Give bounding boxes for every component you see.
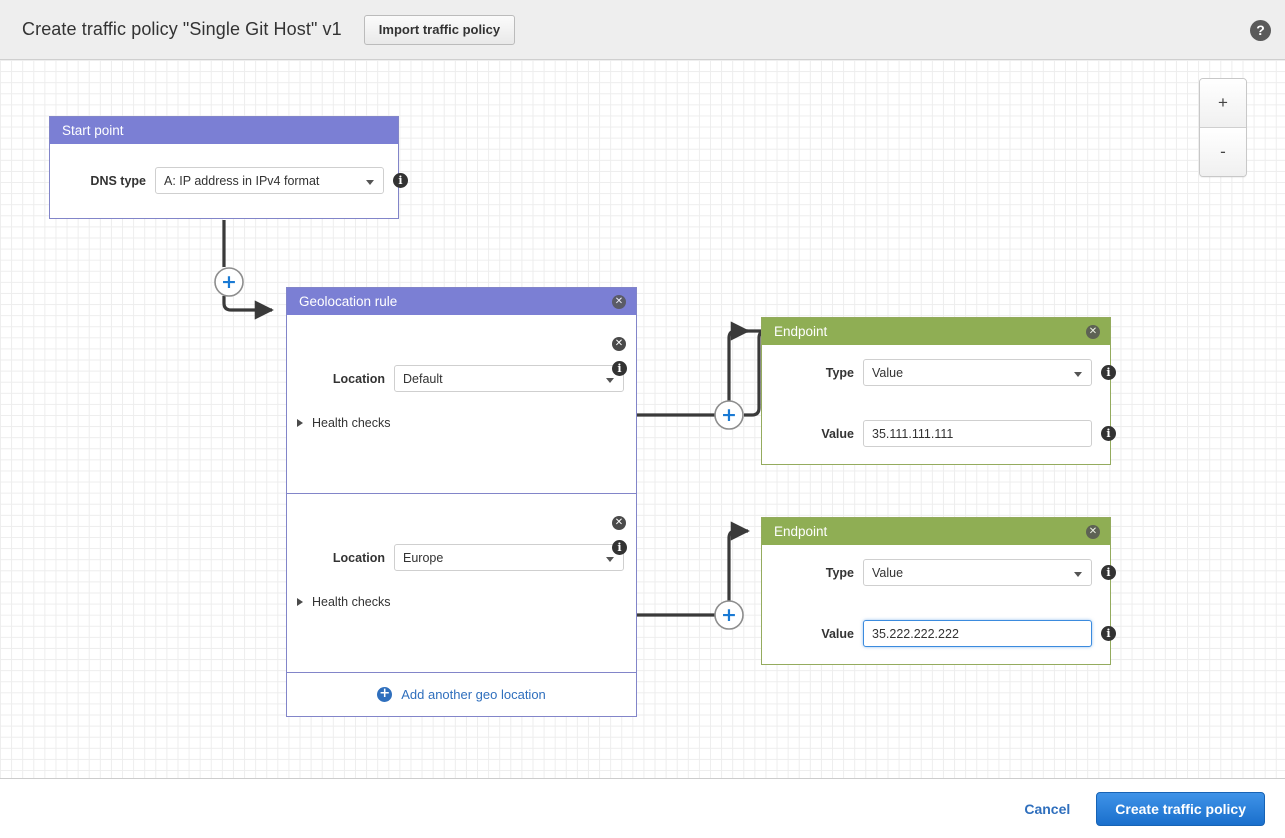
endpoint-type-row: Type Value i bbox=[784, 359, 1116, 386]
endpoint-type-info-icon[interactable]: i bbox=[1101, 365, 1116, 380]
start-point-node[interactable]: Start point DNS type A: IP address in IP… bbox=[49, 116, 408, 219]
endpoint-type-value: Value bbox=[872, 365, 904, 380]
add-node-button-start[interactable]: + bbox=[221, 271, 237, 293]
geolocation-rule-header: Geolocation rule ✕ bbox=[287, 288, 636, 315]
endpoint-header: Endpoint ✕ bbox=[762, 518, 1110, 545]
help-icon[interactable]: ? bbox=[1250, 20, 1271, 41]
endpoint-type-select[interactable]: Value bbox=[863, 559, 1092, 586]
add-geo-location-label: Add another geo location bbox=[401, 687, 546, 702]
action-bar: Cancel Create traffic policy bbox=[0, 778, 1285, 838]
zoom-out-button[interactable]: - bbox=[1200, 128, 1246, 176]
geo-location-section: ✕ Location Europe i Health checks bbox=[287, 494, 636, 672]
endpoint-body: Type Value i Value 35.222.222.222 i bbox=[762, 545, 1116, 664]
endpoint-header: Endpoint ✕ bbox=[762, 318, 1110, 345]
cancel-button[interactable]: Cancel bbox=[1018, 800, 1076, 818]
policy-canvas[interactable]: + + + Start point DNS type A: IP address… bbox=[0, 60, 1285, 778]
endpoint-node[interactable]: Endpoint ✕ Type Value i Value 35.111.111… bbox=[761, 317, 1116, 465]
dns-type-info-icon[interactable]: i bbox=[393, 173, 408, 188]
endpoint-type-row: Type Value i bbox=[784, 559, 1116, 586]
location-select[interactable]: Europe bbox=[394, 544, 624, 571]
health-checks-label: Health checks bbox=[312, 416, 391, 430]
endpoint-value-text: 35.111.111.111 bbox=[872, 426, 954, 441]
endpoint-node[interactable]: Endpoint ✕ Type Value i Value 35.222.222… bbox=[761, 517, 1116, 665]
health-checks-disclosure[interactable]: Health checks bbox=[297, 595, 391, 609]
chevron-right-icon bbox=[297, 598, 303, 606]
create-traffic-policy-button[interactable]: Create traffic policy bbox=[1096, 791, 1265, 826]
location-value: Default bbox=[403, 371, 443, 386]
endpoint-type-value: Value bbox=[872, 565, 904, 580]
location-label: Location bbox=[332, 550, 385, 565]
endpoint-value-row: Value 35.222.222.222 i bbox=[784, 620, 1116, 647]
start-point-title: Start point bbox=[62, 123, 124, 138]
endpoint-title: Endpoint bbox=[774, 524, 828, 539]
location-label: Location bbox=[332, 371, 385, 386]
endpoint-value-text: 35.222.222.222 bbox=[872, 626, 959, 641]
remove-geo-location-icon[interactable]: ✕ bbox=[612, 516, 626, 530]
endpoint-type-label: Type bbox=[825, 365, 854, 380]
geo-location-section: ✕ Location Default i Health checks bbox=[287, 315, 636, 494]
location-value: Europe bbox=[403, 550, 444, 565]
close-icon[interactable]: ✕ bbox=[1086, 324, 1100, 339]
endpoint-type-select[interactable]: Value bbox=[863, 359, 1092, 386]
location-row: Location Default bbox=[309, 365, 624, 392]
geolocation-rule-body: ✕ Location Default i Health checks ✕ Loc… bbox=[287, 315, 636, 716]
endpoint-value-info-icon[interactable]: i bbox=[1101, 426, 1116, 441]
close-icon[interactable]: ✕ bbox=[1086, 524, 1100, 539]
geolocation-rule-title: Geolocation rule bbox=[299, 294, 398, 309]
zoom-in-button[interactable]: + bbox=[1200, 79, 1246, 128]
endpoint-type-info-icon[interactable]: i bbox=[1101, 565, 1116, 580]
location-info-icon[interactable]: i bbox=[612, 361, 627, 376]
start-point-body: DNS type A: IP address in IPv4 format i bbox=[50, 144, 408, 218]
endpoint-value-label: Value bbox=[821, 626, 854, 641]
close-icon[interactable]: ✕ bbox=[612, 294, 626, 309]
add-node-button-rule-1[interactable]: + bbox=[721, 604, 737, 626]
endpoint-value-input[interactable]: 35.222.222.222 bbox=[863, 620, 1092, 647]
chevron-right-icon bbox=[297, 419, 303, 427]
health-checks-disclosure[interactable]: Health checks bbox=[297, 416, 391, 430]
location-select[interactable]: Default bbox=[394, 365, 624, 392]
location-row: Location Europe bbox=[309, 544, 624, 571]
dns-type-select[interactable]: A: IP address in IPv4 format bbox=[155, 167, 384, 194]
endpoint-value-info-icon[interactable]: i bbox=[1101, 626, 1116, 641]
remove-geo-location-icon[interactable]: ✕ bbox=[612, 337, 626, 351]
dns-type-value: A: IP address in IPv4 format bbox=[164, 173, 320, 188]
start-point-header: Start point bbox=[50, 117, 398, 144]
add-node-button-rule-0[interactable]: + bbox=[721, 404, 737, 426]
endpoint-title: Endpoint bbox=[774, 324, 828, 339]
geolocation-rule-node[interactable]: Geolocation rule ✕ ✕ Location Default i … bbox=[286, 287, 637, 717]
add-geo-location-button[interactable]: + Add another geo location bbox=[287, 672, 636, 716]
endpoint-type-label: Type bbox=[825, 565, 854, 580]
endpoint-body: Type Value i Value 35.111.111.111 i bbox=[762, 345, 1116, 464]
location-info-icon[interactable]: i bbox=[612, 540, 627, 555]
zoom-controls: + - bbox=[1199, 78, 1247, 177]
endpoint-value-label: Value bbox=[821, 426, 854, 441]
top-header: Create traffic policy "Single Git Host" … bbox=[0, 0, 1285, 60]
dns-type-label: DNS type bbox=[90, 173, 146, 188]
dns-type-row: DNS type A: IP address in IPv4 format i bbox=[72, 167, 408, 194]
health-checks-label: Health checks bbox=[312, 595, 391, 609]
endpoint-value-row: Value 35.111.111.111 i bbox=[784, 420, 1116, 447]
import-traffic-policy-button[interactable]: Import traffic policy bbox=[363, 14, 516, 45]
endpoint-value-input[interactable]: 35.111.111.111 bbox=[863, 420, 1092, 447]
plus-icon: + bbox=[377, 687, 393, 702]
page-title: Create traffic policy "Single Git Host" … bbox=[22, 19, 342, 39]
